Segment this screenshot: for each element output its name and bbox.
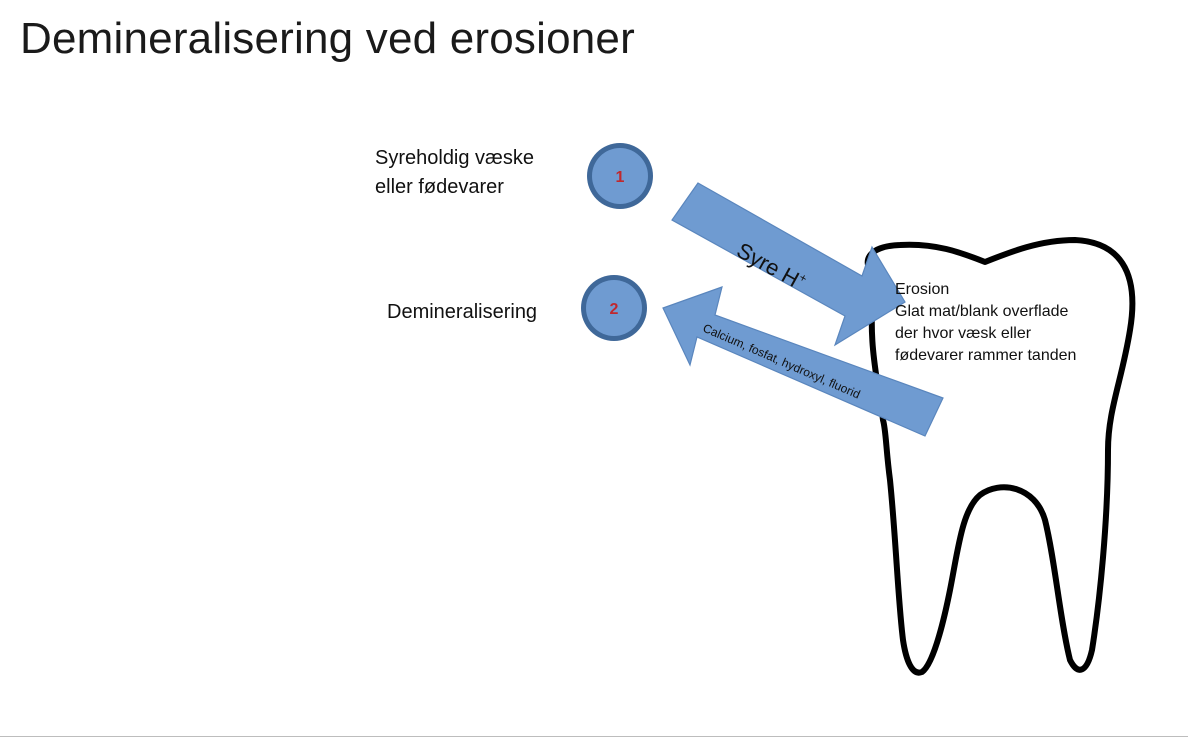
- slide-bottom-divider: [0, 736, 1188, 737]
- step-1-number: 1: [616, 169, 625, 186]
- step-2-label: Demineralisering: [387, 301, 538, 323]
- tooth-outline-icon: [864, 237, 1136, 676]
- step-1-label: Syreholdig væske eller fødevarer: [375, 144, 534, 202]
- erosion-note: Erosion Glat mat/blank overflade der hvo…: [895, 279, 1076, 367]
- step-2-number: 2: [610, 301, 619, 318]
- erosion-note-line: Glat mat/blank overflade: [895, 303, 1069, 320]
- erosion-note-line: der hvor væsk eller: [895, 325, 1032, 342]
- step-2-badge: 2: [581, 275, 647, 341]
- step-1-label-line: eller fødevarer: [375, 176, 504, 198]
- slide-title: Demineralisering ved erosioner: [20, 14, 635, 63]
- erosion-note-line: fødevarer rammer tanden: [895, 347, 1077, 364]
- step-1-badge: 1: [587, 143, 653, 209]
- step-1-label-line: Syreholdig væske: [375, 147, 534, 169]
- erosion-note-line: Erosion: [895, 281, 950, 298]
